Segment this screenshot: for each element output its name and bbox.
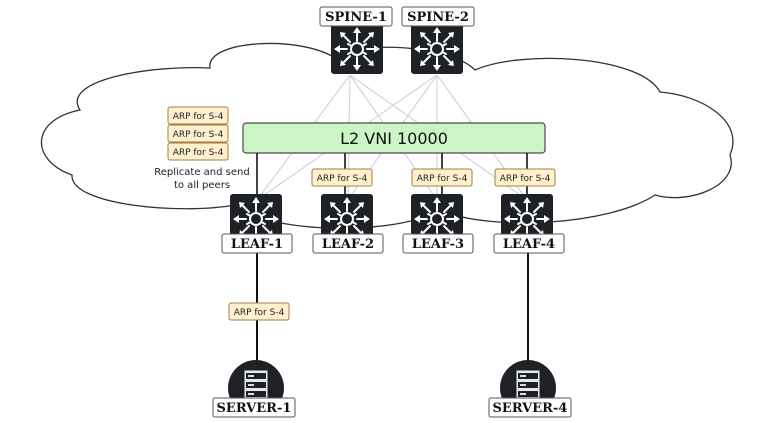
arp-tag-label: ARP for S-4 xyxy=(417,174,468,184)
spine-2: SPINE-2 xyxy=(401,6,475,75)
leaf-3: LEAF-3 xyxy=(402,193,474,254)
vni-bar: L2 VNI 10000 xyxy=(242,122,546,154)
server-links xyxy=(256,253,529,365)
arp-tag: ARP for S-4 xyxy=(167,142,229,161)
arp-tag: ARP for S-4 xyxy=(167,124,229,143)
leaf-label: LEAF-3 xyxy=(412,237,464,252)
leaf-label: LEAF-1 xyxy=(231,237,283,252)
arp-tag: ARP for S-4 xyxy=(228,302,290,321)
arp-tag-label: ARP for S-4 xyxy=(173,112,224,122)
switch-icon xyxy=(410,23,464,75)
spine-label: SPINE-1 xyxy=(325,10,387,25)
leaf-2: LEAF-2 xyxy=(312,193,384,254)
leaf-label: LEAF-2 xyxy=(322,237,374,252)
arp-tag-label: ARP for S-4 xyxy=(317,174,368,184)
leaf-label: LEAF-4 xyxy=(503,237,555,252)
replicate-note-line2: to all peers xyxy=(174,180,230,191)
server-label: SERVER-4 xyxy=(493,401,568,416)
spine-1: SPINE-1 xyxy=(319,6,393,75)
leaf-4: LEAF-4 xyxy=(493,193,565,254)
switch-icon xyxy=(330,23,384,75)
server-1: SERVER-1 xyxy=(212,359,296,418)
arp-tag-label: ARP for S-4 xyxy=(173,130,224,140)
server-label: SERVER-1 xyxy=(217,401,292,416)
vni-label: L2 VNI 10000 xyxy=(340,129,448,148)
leaf-1: LEAF-1 xyxy=(221,193,293,254)
server-4: SERVER-4 xyxy=(488,359,572,418)
arp-tag-label: ARP for S-4 xyxy=(234,308,285,318)
arp-tag: ARP for S-4 xyxy=(494,168,556,187)
arp-tag: ARP for S-4 xyxy=(411,168,473,187)
arp-tag: ARP for S-4 xyxy=(311,168,373,187)
arp-tag: ARP for S-4 xyxy=(167,106,229,125)
arp-tag-label: ARP for S-4 xyxy=(500,174,551,184)
spine-label: SPINE-2 xyxy=(407,10,469,25)
arp-stack: ARP for S-4 ARP for S-4 ARP for S-4 xyxy=(167,106,229,161)
replicate-note-line1: Replicate and send xyxy=(154,167,249,178)
arp-tag-label: ARP for S-4 xyxy=(173,148,224,158)
